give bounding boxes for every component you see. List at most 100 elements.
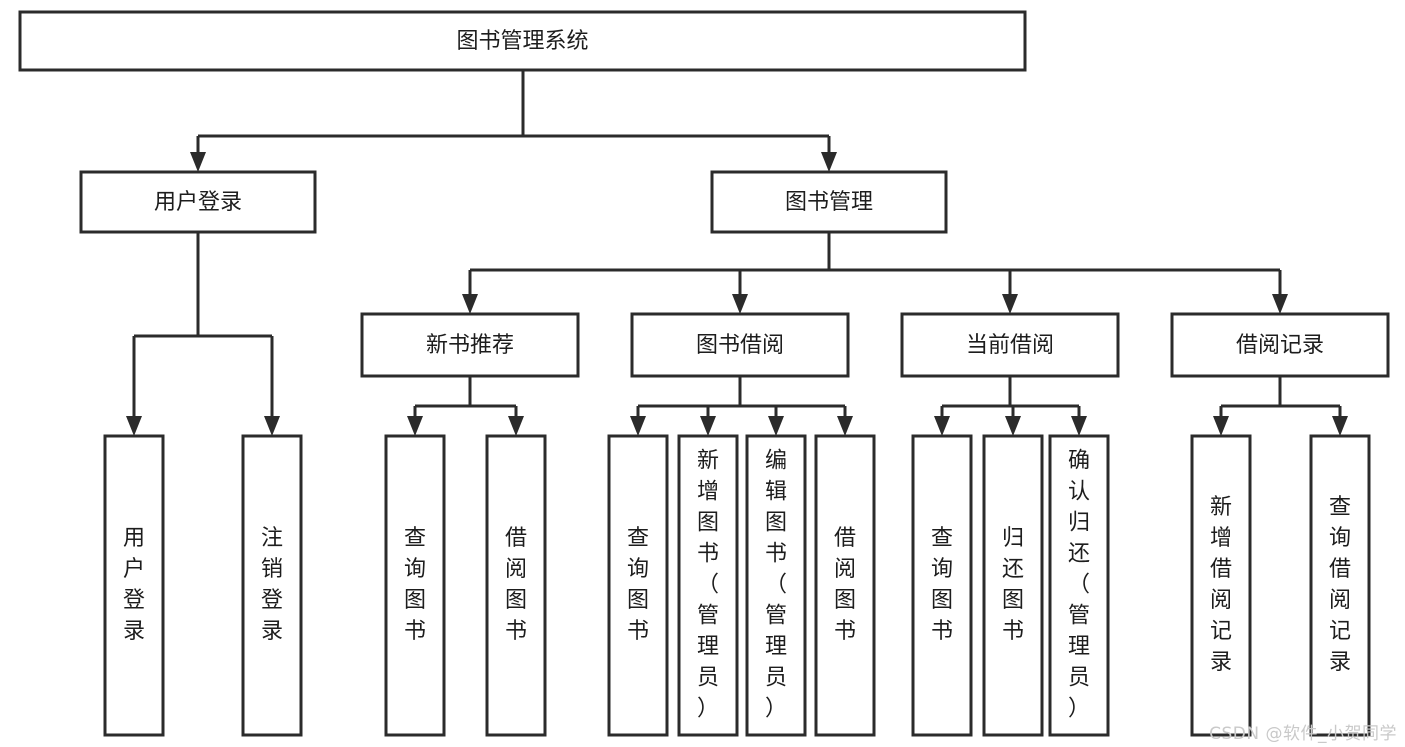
leaf-label-char: 图 xyxy=(627,588,649,613)
user-login-to-leaves-arrow-1 xyxy=(264,416,280,436)
leaf-box xyxy=(1190,434,1252,737)
leaf-box xyxy=(677,434,739,737)
level2-0-to-leaves-arrow-0 xyxy=(407,416,423,436)
leaf-label-char: 理 xyxy=(697,635,719,660)
leaf-label-char: 员 xyxy=(697,666,719,691)
level2-label: 新书推荐 xyxy=(426,333,514,358)
leaf-label-char: 用 xyxy=(123,526,145,551)
leaf-label-char: 记 xyxy=(1210,619,1232,644)
leaf-label-char: 录 xyxy=(123,619,145,644)
leaf-box xyxy=(814,434,876,737)
level2-2-to-leaves-arrow-1 xyxy=(1005,416,1021,436)
node-layer: 图书管理系统用户登录图书管理新书推荐图书借阅当前借阅借阅记录用户登录注销登录查询… xyxy=(18,10,1390,737)
leaf-label-char: 图 xyxy=(1002,588,1024,613)
level2-1-to-leaves-arrow-1 xyxy=(700,416,716,436)
level1-box xyxy=(710,170,948,234)
leaf-box xyxy=(911,434,973,737)
leaf-label-char: 录 xyxy=(1329,650,1351,675)
level1-label: 用户登录 xyxy=(154,190,242,215)
leaf-box xyxy=(1309,434,1371,737)
leaf-label-char: 书 xyxy=(834,619,856,644)
leaf-label-char: 图 xyxy=(404,588,426,613)
leaf-label-char: 增 xyxy=(1210,526,1232,551)
leaf-label-char: 书 xyxy=(697,542,719,567)
level2-box xyxy=(630,312,850,378)
leaf-label-char: 登 xyxy=(123,588,145,613)
level2-box xyxy=(1170,312,1390,378)
level2-2-to-leaves-arrow-0 xyxy=(934,416,950,436)
leaf-label-char: 书 xyxy=(627,619,649,644)
level2-node: 图书借阅 xyxy=(630,312,850,378)
leaf-label-char: 记 xyxy=(1329,619,1351,644)
leaf-label-char: 归 xyxy=(1002,526,1024,551)
leaf-box xyxy=(1048,434,1110,737)
book-mgmt-to-level2-arrow-3 xyxy=(1272,294,1288,314)
leaf-label-char: 借 xyxy=(505,526,527,551)
leaf-box xyxy=(241,434,303,737)
leaf-label-char: （ xyxy=(697,573,719,598)
leaf-label-char: 查 xyxy=(627,526,649,551)
leaf-label-char: 注 xyxy=(261,526,283,551)
level2-label: 当前借阅 xyxy=(966,333,1054,358)
leaf-label-char: 员 xyxy=(765,666,787,691)
leaf-label-char: 新 xyxy=(697,449,719,474)
leaf-label-char: 询 xyxy=(404,557,426,582)
leaf-node: 用户登录 xyxy=(103,434,165,737)
root-node: 图书管理系统 xyxy=(18,10,1027,72)
leaf-label-char: 管 xyxy=(697,604,719,629)
leaf-label-char: 阅 xyxy=(1329,588,1351,613)
leaf-label-char: 借 xyxy=(1210,557,1232,582)
level2-2-to-leaves-arrow-2 xyxy=(1071,416,1087,436)
root-box xyxy=(18,10,1027,72)
leaf-label-char: （ xyxy=(1068,573,1090,598)
level1-node: 用户登录 xyxy=(79,170,317,234)
leaf-label-char: 阅 xyxy=(505,557,527,582)
leaf-box xyxy=(745,434,807,737)
level1-node: 图书管理 xyxy=(710,170,948,234)
leaf-label-char: 编 xyxy=(765,449,787,474)
leaf-box xyxy=(607,434,669,737)
leaf-label-char: 归 xyxy=(1068,511,1090,536)
leaf-label-char: 还 xyxy=(1002,557,1024,582)
level2-label: 图书借阅 xyxy=(696,333,784,358)
leaf-label-char: 询 xyxy=(1329,526,1351,551)
leaf-label-char: 辑 xyxy=(765,480,787,505)
leaf-label-char: 新 xyxy=(1210,495,1232,520)
leaf-label-char: 借 xyxy=(834,526,856,551)
leaf-label-char: 查 xyxy=(404,526,426,551)
level2-box xyxy=(900,312,1120,378)
leaf-label-char: 询 xyxy=(627,557,649,582)
leaf-label-char: 图 xyxy=(505,588,527,613)
root-label: 图书管理系统 xyxy=(456,29,588,54)
leaf-box xyxy=(982,434,1044,737)
level2-node: 新书推荐 xyxy=(360,312,580,378)
level2-3-to-leaves-arrow-0 xyxy=(1213,416,1229,436)
connector-layer xyxy=(126,70,1348,436)
leaf-label-char: 还 xyxy=(1068,542,1090,567)
book-mgmt-to-level2-arrow-1 xyxy=(732,294,748,314)
leaf-box xyxy=(485,434,547,737)
leaf-label-char: 询 xyxy=(931,557,953,582)
leaf-label-char: 录 xyxy=(261,619,283,644)
book-mgmt-to-level2-arrow-2 xyxy=(1002,294,1018,314)
level2-label: 借阅记录 xyxy=(1236,333,1324,358)
level2-1-to-leaves-arrow-0 xyxy=(630,416,646,436)
leaf-label-char: 确 xyxy=(1068,449,1090,474)
leaf-label-char: 借 xyxy=(1329,557,1351,582)
leaf-label-char: 登 xyxy=(261,588,283,613)
leaf-label-char: ） xyxy=(1068,697,1090,722)
level2-node: 借阅记录 xyxy=(1170,312,1390,378)
leaf-label-char: 书 xyxy=(765,542,787,567)
leaf-label-char: 书 xyxy=(505,619,527,644)
leaf-label-char: ） xyxy=(697,697,719,722)
leaf-label-char: 图 xyxy=(765,511,787,536)
level2-1-to-leaves-arrow-2 xyxy=(768,416,784,436)
